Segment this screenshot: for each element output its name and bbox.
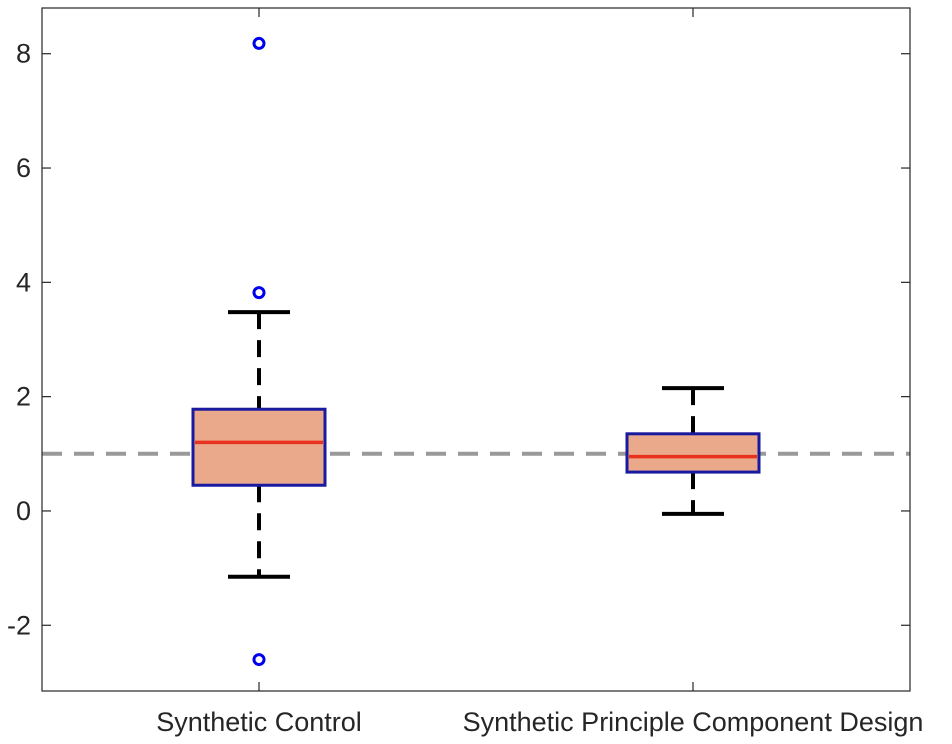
x-tick-label: Synthetic Control [156,707,362,737]
y-tick-label: 2 [16,382,31,412]
box-group-2 [625,386,761,516]
y-tick-label: 8 [16,39,31,69]
box-iqr [191,407,327,487]
outlier-point [252,36,266,50]
y-tick-label: 6 [16,153,31,183]
outlier-point [252,653,266,667]
y-tick-label: -2 [7,610,31,640]
plot-frame [41,7,911,692]
x-tick-label: Synthetic Principle Component Design [463,707,924,737]
y-tick-label: 0 [16,496,31,526]
outlier-point [252,286,266,300]
box-group-1 [191,36,327,667]
y-tick-label: 4 [16,267,31,297]
plot-background [42,8,910,691]
box-iqr [625,432,761,474]
